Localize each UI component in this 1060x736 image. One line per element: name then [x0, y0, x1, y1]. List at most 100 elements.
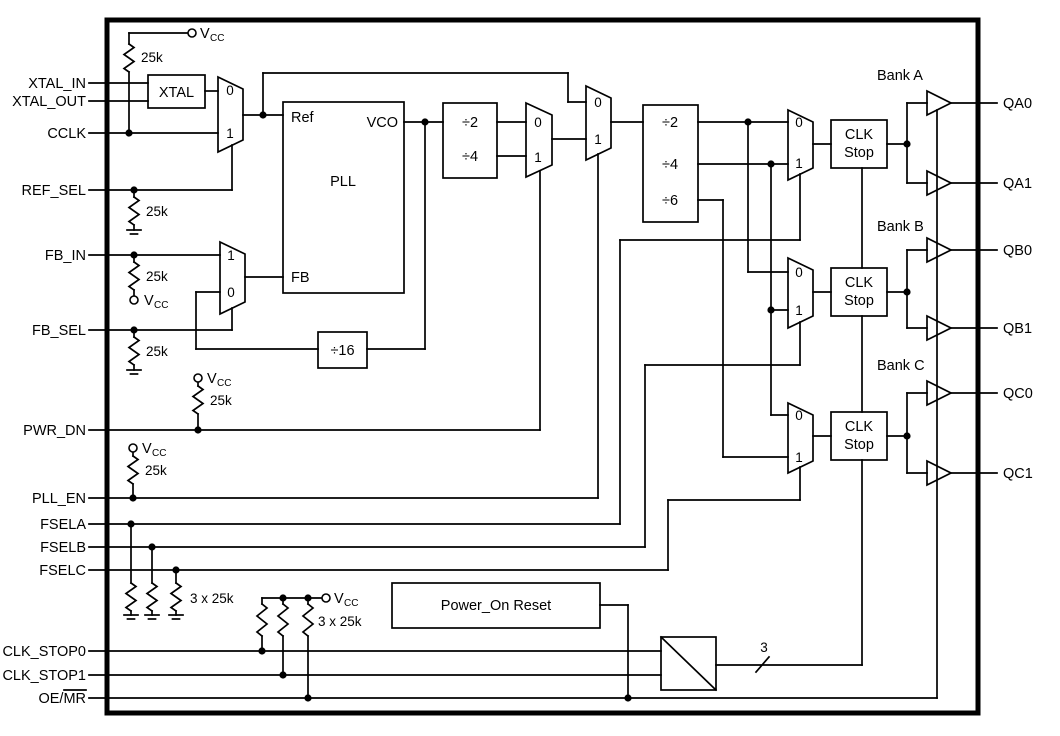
buffer-qc1	[926, 459, 953, 487]
vco-divider-mux: 0 1	[525, 101, 553, 179]
pll-label: PLL	[330, 174, 356, 190]
pll-block: Ref VCO PLL FB	[282, 101, 405, 294]
bank-a-mux: 0 1	[787, 108, 814, 182]
resistor-fb-in	[127, 260, 141, 292]
buffer-qb0	[926, 236, 953, 264]
vco-divider-block: ÷2 ÷4	[442, 102, 498, 179]
r3x25k-label: 3 x 25k	[318, 614, 362, 629]
clk-stop-block-a: CLK Stop	[830, 119, 888, 169]
xtal-label: XTAL	[159, 85, 194, 101]
mux-input0-label: 0	[795, 408, 803, 423]
resistor-clk-stop1	[276, 602, 290, 638]
mux-input1-label: 1	[594, 132, 602, 147]
mux-input1-label: 1	[795, 303, 803, 318]
vcc-nodes: V CC V CC V CC V CC V CC	[128, 26, 358, 609]
mux-input1-label: 1	[226, 126, 234, 141]
resistor-oe-mr	[301, 602, 315, 638]
ground-symbols	[123, 229, 184, 620]
bank-b-label: Bank B	[877, 219, 924, 235]
pin-qc1: QC1	[1003, 466, 1033, 482]
r3x25k-label: 3 x 25k	[190, 591, 234, 606]
pin-clk-stop1: CLK_STOP1	[2, 668, 86, 684]
pll-ref-port-label: Ref	[291, 110, 315, 126]
pin-fb-in: FB_IN	[45, 248, 86, 264]
buffer-qa1	[926, 169, 953, 197]
pin-fselb: FSELB	[40, 540, 86, 556]
output-divider-block: ÷2 ÷4 ÷6	[642, 104, 699, 223]
mux-input1-label: 1	[795, 156, 803, 171]
pin-xtal-in: XTAL_IN	[28, 76, 86, 92]
mux-input0-label: 0	[594, 95, 602, 110]
pin-fselc: FSELC	[39, 563, 86, 579]
pin-fb-sel: FB_SEL	[32, 323, 86, 339]
mux-input1-label: 1	[227, 248, 235, 263]
bus-width-label: 3	[760, 640, 768, 655]
mux-input0-label: 0	[226, 83, 234, 98]
resistor-labels: 25k 25k 25k 25k 25k 25k 3 x 25k 3 x 25k	[141, 50, 362, 629]
fb-select-mux: 1 0	[219, 240, 246, 316]
vcc-sub-label: CC	[217, 378, 231, 389]
vcc-label: V	[207, 371, 217, 387]
buffer-qa0	[926, 89, 953, 117]
vcc-sub-label: CC	[152, 448, 166, 459]
resistor-cclk	[122, 42, 136, 74]
buffer-qb1	[926, 314, 953, 342]
ground-fb-sel	[126, 369, 142, 375]
bank-labels: Bank A Bank B Bank C	[877, 68, 925, 374]
vcc-node-pll-en: V CC	[128, 441, 166, 459]
output-buffers	[926, 89, 953, 487]
clk-stop-line2: Stop	[844, 293, 874, 309]
pin-qb0: QB0	[1003, 243, 1032, 259]
ground-fselc	[168, 614, 184, 620]
pin-qa1: QA1	[1003, 176, 1032, 192]
bank-c-label: Bank C	[877, 358, 925, 374]
ground-fsela	[123, 614, 139, 620]
clk-stop-block-b: CLK Stop	[830, 267, 888, 317]
vcc-label: V	[334, 591, 344, 607]
vcc-sub-label: CC	[154, 300, 168, 311]
mux-input0-label: 0	[227, 285, 235, 300]
pin-xtal-out: XTAL_OUT	[12, 94, 86, 110]
clk-stop-line2: Stop	[844, 437, 874, 453]
pin-qb1: QB1	[1003, 321, 1032, 337]
power-on-reset-block: Power_On Reset	[391, 582, 601, 629]
resistor-fb-sel	[127, 335, 141, 367]
resistor-pll-en	[126, 454, 140, 486]
div2-label: ÷2	[662, 115, 678, 131]
mux-input0-label: 0	[795, 115, 803, 130]
pullup-pulldown-resistors	[122, 42, 315, 638]
mux-input0-label: 0	[795, 265, 803, 280]
vcc-label: V	[200, 26, 210, 42]
resistor-ref-sel	[127, 195, 141, 227]
vcc-node-clk-stop: V CC	[321, 591, 358, 609]
pll-fb-port-label: FB	[291, 270, 310, 286]
ref-select-mux: 0 1	[217, 75, 244, 154]
pin-oe-mr: OE/MR	[38, 691, 86, 707]
r25k-label: 25k	[146, 344, 168, 359]
synchronizer-block	[659, 635, 718, 692]
clk-stop-block-c: CLK Stop	[830, 411, 888, 461]
ground-ref-sel	[126, 229, 142, 235]
pll-vco-port-label: VCO	[367, 115, 398, 131]
div16-label: ÷16	[330, 343, 354, 359]
ic-boundary	[104, 17, 981, 716]
r25k-label: 25k	[146, 204, 168, 219]
output-pin-labels: QA0 QA1 QB0 QB1 QC0 QC1	[1003, 96, 1033, 482]
por-label: Power_On Reset	[441, 598, 551, 614]
diagonal-slash	[659, 635, 718, 692]
input-pin-labels: XTAL_IN XTAL_OUT CCLK REF_SEL FB_IN FB_S…	[2, 76, 87, 707]
vcc-label: V	[142, 441, 152, 457]
resistor-fselc	[169, 581, 183, 613]
resistor-clk-stop0	[255, 602, 269, 638]
r25k-label: 25k	[145, 463, 167, 478]
pin-cclk: CCLK	[47, 126, 86, 142]
mux-input0-label: 0	[534, 115, 542, 130]
vcc-node-pwr-dn: V CC	[193, 371, 231, 389]
pin-clk-stop0: CLK_STOP0	[2, 644, 86, 660]
r25k-label: 25k	[141, 50, 163, 65]
bank-a-label: Bank A	[877, 68, 923, 84]
xtal-block: XTAL	[147, 74, 206, 109]
vcc-node-cclk: V CC	[187, 26, 224, 44]
pin-pll-en: PLL_EN	[32, 491, 86, 507]
